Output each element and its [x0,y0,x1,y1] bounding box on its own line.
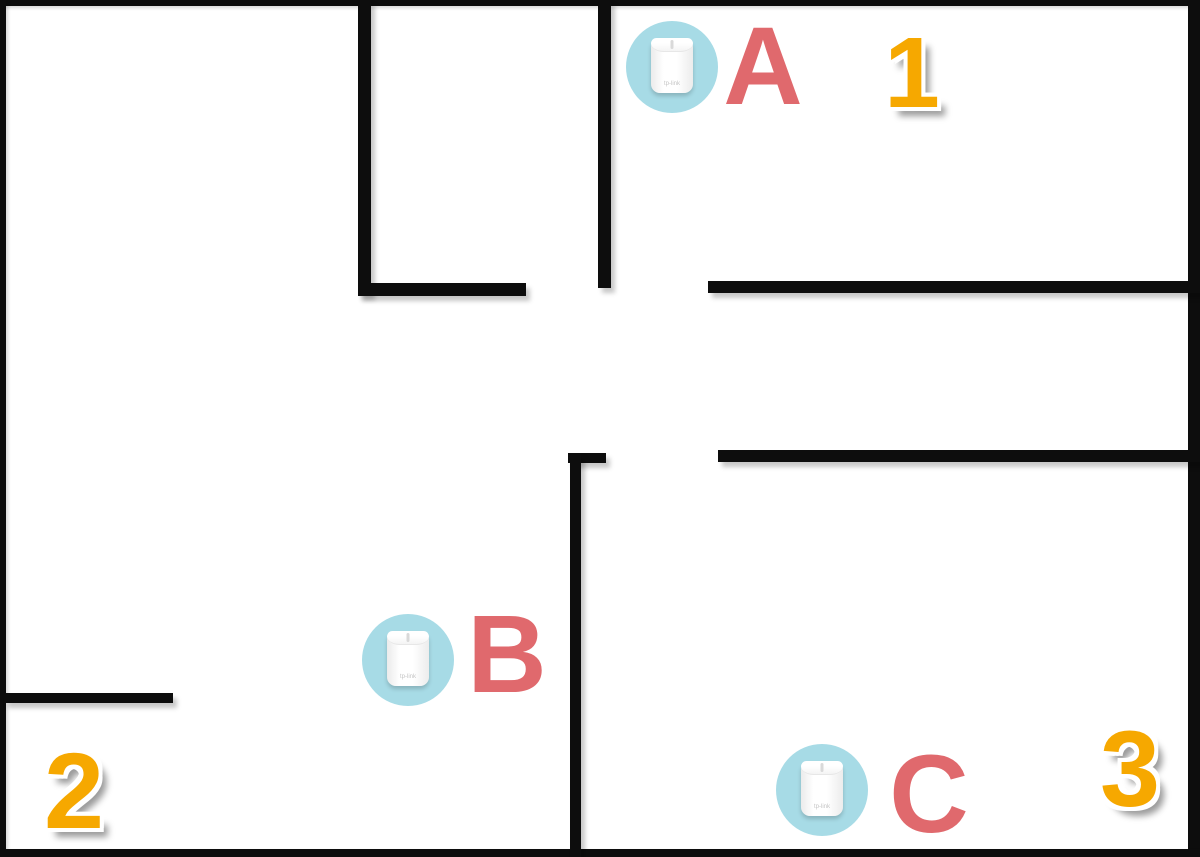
upper-left-horizontal-wall [358,283,526,296]
outer-bottom-wall [0,849,1200,857]
upper-right-horizontal-wall [708,281,1200,293]
deco-notch [670,40,674,49]
tp-link-logo: tp-link [813,804,831,810]
lower-left-horizontal-wall [4,693,173,703]
middle-right-horizontal-wall [718,450,1200,462]
deco-b-circle: tp-link [362,614,454,706]
deco-router-icon: tp-link [801,761,843,816]
deco-notch [406,633,410,642]
deco-a-label: A [723,5,802,128]
deco-router-icon: tp-link [387,631,429,686]
room-3-number: 3 [1099,708,1161,829]
deco-c-circle: tp-link [776,744,868,836]
upper-left-vertical-wall [358,0,371,295]
deco-c-label: C [889,733,968,856]
center-corner-horizontal-wall [568,453,606,463]
entry-vertical-wall [598,0,611,288]
deco-router-icon: tp-link [651,38,693,93]
room-1-number: 1 [884,17,940,129]
deco-notch [820,763,824,772]
outer-left-wall [0,0,6,857]
outer-right-wall [1188,0,1200,857]
tp-link-logo: tp-link [663,81,681,87]
deco-b-label: B [467,593,546,716]
deco-a-circle: tp-link [626,21,718,113]
tp-link-logo: tp-link [399,674,417,680]
room-2-number: 2 [43,730,105,851]
center-vertical-wall [570,453,581,857]
